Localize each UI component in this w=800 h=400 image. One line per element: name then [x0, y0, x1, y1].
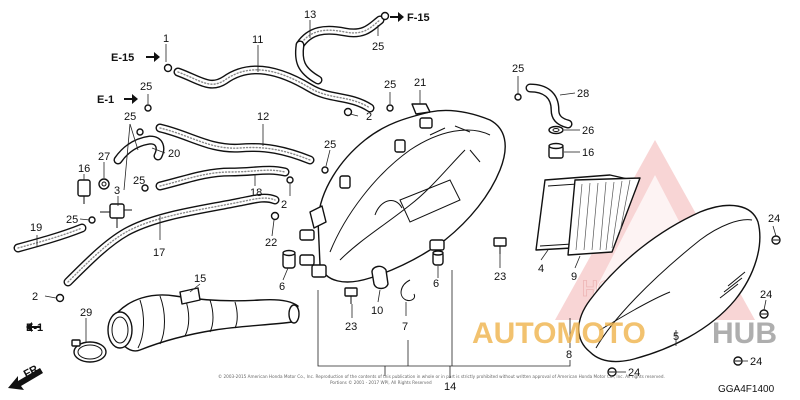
callout-13: 13	[304, 9, 316, 21]
callout-25-f: 25	[384, 79, 396, 91]
callout-23-a: 23	[345, 321, 357, 333]
callout-labels: 1 2 2 2 3 4 5 6 6 7 8 9 10 11 12 13 14 1…	[30, 9, 780, 393]
reference-arrows	[8, 12, 404, 390]
clip-21	[411, 103, 431, 115]
callout-25-a: 25	[372, 41, 384, 53]
copyright-line-2: Portions © 2001 - 2017 WPI, All Rights R…	[330, 380, 432, 385]
callout-1: 1	[163, 33, 169, 45]
callout-21: 21	[414, 77, 426, 89]
callout-2-a: 2	[366, 111, 372, 123]
ref-e1-bottom: E-1	[26, 322, 43, 334]
callout-24-c: 24	[750, 356, 762, 368]
callout-16-right: 16	[582, 147, 594, 159]
callout-6-b: 6	[433, 278, 439, 290]
screw-24-c	[733, 356, 743, 366]
arrow-fr-icon	[8, 368, 43, 390]
washer-27	[98, 178, 110, 190]
callout-16-left: 16	[78, 163, 90, 175]
band-29	[71, 339, 107, 363]
hose-12	[155, 123, 315, 165]
grommet-26	[548, 125, 564, 135]
callout-2-c: 2	[32, 291, 38, 303]
callout-10: 10	[371, 305, 383, 317]
leader-lines	[36, 20, 777, 378]
air-cleaner-case	[299, 109, 506, 283]
arrow-e1-top-icon	[124, 94, 138, 104]
callout-12: 12	[257, 111, 269, 123]
air-cleaner-cover-5	[578, 204, 761, 363]
callout-27: 27	[98, 151, 110, 163]
cap-16-right	[548, 142, 564, 159]
copyright-line-1: © 2003-2015 American Honda Motor Co., In…	[218, 374, 665, 379]
callout-24-a: 24	[768, 213, 780, 225]
hose-13	[294, 15, 385, 85]
watermark-brand-a: AUTOMOTO	[472, 317, 646, 350]
callout-9: 9	[571, 271, 577, 283]
callout-17: 17	[153, 247, 165, 259]
callout-14: 14	[444, 381, 456, 393]
callout-23-b: 23	[494, 271, 506, 283]
screws-24	[607, 235, 781, 377]
callout-20: 20	[168, 148, 180, 160]
reference-codes: F-15 E-15 E-1 E-1 FR.	[22, 12, 430, 381]
callout-5: 5	[673, 331, 679, 343]
ref-fr: FR.	[22, 362, 43, 381]
callout-8: 8	[566, 349, 572, 361]
callout-11: 11	[252, 34, 263, 46]
ref-f15: F-15	[407, 12, 430, 24]
grommet-6-left	[282, 249, 296, 269]
callout-25-e: 25	[66, 214, 78, 226]
callout-29: 29	[80, 307, 92, 319]
bolt-23-right	[493, 237, 507, 254]
joint-3	[100, 203, 132, 228]
fitting-16-left	[77, 179, 91, 204]
callout-25-b: 25	[140, 81, 152, 93]
callout-6-a: 6	[279, 281, 285, 293]
arrow-e1-bottom-icon	[26, 322, 40, 332]
callout-3: 3	[114, 185, 120, 197]
ref-e1-top: E-1	[97, 94, 114, 106]
hose-17	[63, 193, 280, 287]
screw-24-a	[771, 235, 781, 245]
callout-4: 4	[538, 263, 544, 275]
callout-25-h: 25	[512, 63, 524, 75]
callout-26: 26	[582, 125, 594, 137]
grommet-6-right	[432, 250, 444, 266]
callout-22: 22	[265, 237, 277, 249]
watermark-brand-b: HUB	[712, 317, 777, 350]
callout-28: 28	[577, 88, 589, 100]
callout-25-g: 25	[324, 139, 336, 151]
arrow-e15-icon	[146, 52, 160, 62]
callout-18: 18	[250, 187, 262, 199]
hose-28	[525, 83, 573, 129]
hose-18	[155, 165, 290, 191]
arrow-f15-icon	[390, 12, 404, 22]
watermark-brand: AUTOMOTO HUB	[472, 317, 777, 350]
callout-24-b: 24	[760, 289, 772, 301]
clamp-rings	[55, 11, 522, 303]
clip-7	[400, 279, 415, 301]
filter-9	[567, 177, 641, 256]
callout-24-d: 24	[628, 367, 640, 379]
diagram-code: GGA4F1400	[718, 384, 775, 395]
hose-19	[13, 223, 87, 253]
hose-11	[173, 65, 375, 113]
bolt-23-left	[344, 287, 358, 304]
callout-25-c: 25	[124, 111, 136, 123]
collar-10	[371, 265, 389, 290]
callout-2-b: 2	[281, 199, 287, 211]
ref-e15: E-15	[111, 52, 134, 64]
callout-25-d: 25	[133, 175, 145, 187]
callout-15: 15	[194, 273, 206, 285]
hose-20	[113, 135, 165, 165]
callout-19: 19	[30, 222, 42, 234]
callout-7: 7	[402, 321, 408, 333]
intake-duct-15	[107, 287, 300, 352]
